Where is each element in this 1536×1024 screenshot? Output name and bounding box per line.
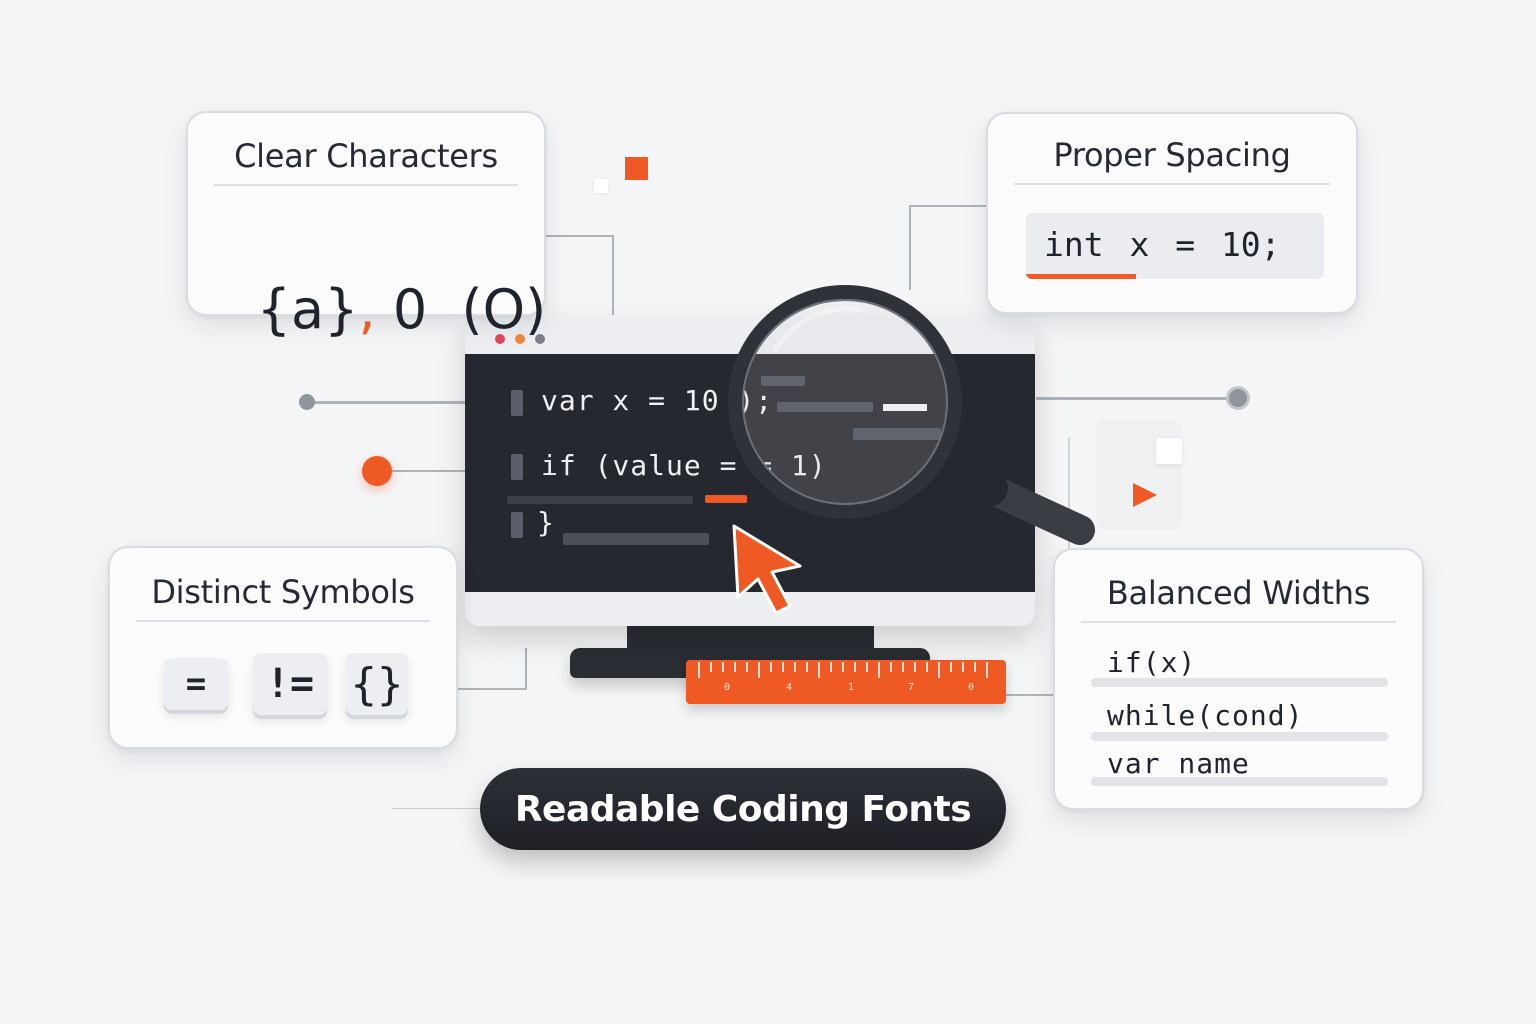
card-title: Clear Characters	[234, 137, 498, 175]
orange-dot[interactable]	[362, 456, 392, 486]
window-dot-grey[interactable]	[535, 334, 545, 344]
window-dot-orange[interactable]	[515, 334, 525, 344]
card-title: Balanced Widths	[1106, 574, 1371, 612]
play-triangle-icon	[1133, 483, 1157, 507]
connector-widths-h	[1005, 694, 1055, 696]
ghost-code-bar	[777, 402, 873, 412]
title-banner: Readable Coding Fonts	[480, 768, 1006, 850]
width-bar	[1091, 777, 1388, 786]
sample-parens: (O)	[461, 278, 547, 341]
ruler-label: 4	[786, 682, 793, 693]
connector-spacing-v	[909, 205, 911, 290]
card-proper-spacing: Proper Spacing int x = 10;	[986, 112, 1358, 314]
gutter-mark	[511, 454, 523, 480]
error-underline	[705, 495, 747, 503]
width-line-2: while(cond)	[1107, 699, 1304, 732]
cursor-arrow-icon	[732, 524, 802, 615]
card-balanced-widths: Balanced Widths if(x) while(cond) var_na…	[1053, 548, 1424, 810]
ghost-code-bar	[853, 428, 941, 440]
spacing-code-box: int x = 10;	[1026, 213, 1324, 279]
orange-square-decoration	[625, 157, 648, 180]
card-divider	[1081, 621, 1396, 623]
width-bar	[1091, 732, 1388, 741]
ghost-code-bar	[563, 533, 709, 545]
spacing-code: int x = 10;	[1044, 225, 1281, 264]
connector-left-slider	[308, 401, 468, 404]
window-dot-red[interactable]	[495, 334, 505, 344]
magnifier-icon[interactable]	[720, 280, 1120, 570]
banner-label: Readable Coding Fonts	[514, 788, 972, 830]
ghost-code-bar	[761, 376, 805, 386]
width-bar	[1091, 678, 1388, 687]
slider-knob-left[interactable]	[299, 394, 315, 410]
white-square-decoration-right	[1156, 438, 1182, 464]
connector-right-slider	[1036, 397, 1236, 400]
card-divider	[136, 620, 430, 622]
connector-symbols-h	[457, 688, 527, 690]
width-line-3: var_name	[1107, 747, 1250, 780]
sample-comma: ,	[358, 278, 376, 341]
white-square-decoration	[594, 179, 608, 193]
connector-clear-h	[545, 235, 613, 237]
spacing-progress	[1026, 274, 1136, 279]
slider-knob-right[interactable]	[1226, 386, 1250, 410]
card-title: Proper Spacing	[1053, 136, 1291, 174]
ruler-label: 7	[908, 682, 915, 693]
ruler[interactable]: 0 4 1 7 0	[686, 660, 1006, 704]
sample-braces: {a}	[256, 278, 359, 341]
key-braces[interactable]: {}	[346, 653, 408, 715]
card-divider	[214, 184, 518, 186]
connector-banner-h	[392, 808, 482, 809]
key-equals[interactable]: =	[164, 658, 228, 710]
ghost-code-bar	[507, 496, 693, 504]
ruler-label: 0	[724, 682, 731, 693]
card-divider	[1014, 183, 1330, 185]
card-distinct-symbols: Distinct Symbols = != {}	[108, 546, 458, 749]
key-not-equals[interactable]: !=	[253, 653, 327, 715]
ruler-label: 1	[848, 682, 855, 693]
connector-clear-v	[612, 235, 614, 315]
connector-symbols-v	[525, 648, 527, 690]
gutter-mark	[511, 512, 523, 538]
connector-orange-dot	[392, 470, 467, 472]
gutter-mark	[511, 390, 523, 416]
highlight-bar-white	[883, 404, 927, 411]
card-title: Distinct Symbols	[151, 573, 415, 611]
character-samples: {a}, 0 (O)	[188, 215, 547, 404]
code-line-3: }	[537, 506, 555, 539]
connector-widths-v	[1068, 437, 1070, 557]
card-clear-characters: Clear Characters {a}, 0 (O)	[186, 111, 546, 341]
width-line-1: if(x)	[1107, 646, 1197, 679]
ruler-label: 0	[968, 682, 975, 693]
connector-spacing-h	[910, 205, 988, 207]
sample-zero: 0	[392, 278, 428, 341]
